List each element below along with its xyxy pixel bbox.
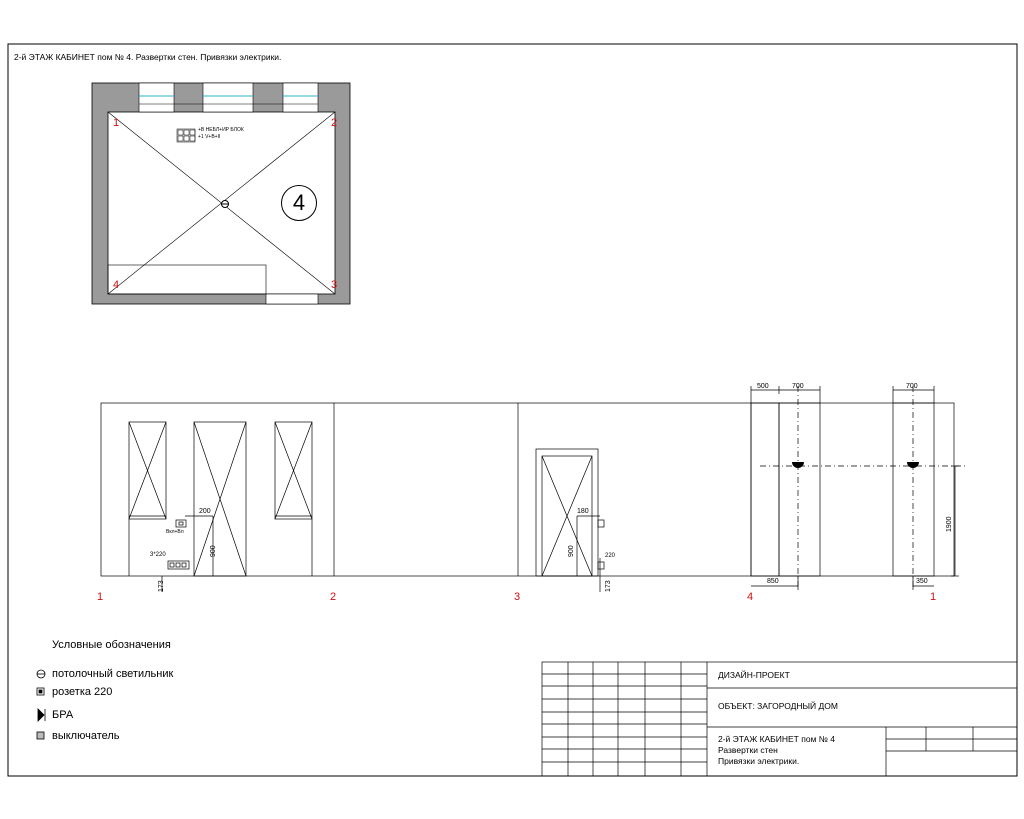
legend-item-switch: выключатель	[36, 730, 120, 742]
plan-corner-4: 4	[113, 279, 120, 291]
dim-500: 500	[757, 383, 769, 390]
legend-item-ceiling-lamp: потолочный светильник	[36, 668, 173, 680]
wall-lamp-icon	[36, 710, 46, 720]
socket-icon	[36, 687, 46, 697]
title-block-grid	[541, 661, 1018, 777]
dim-900-a: 900	[210, 545, 217, 557]
plan-window-1	[138, 82, 175, 113]
plan-window-3	[282, 82, 319, 113]
plan-corner-1: 1	[113, 117, 120, 129]
legend-title: Условные обозначения	[52, 639, 171, 651]
plan-note-2: +1 V+В+II	[198, 134, 221, 140]
dim-173-a: 173	[158, 580, 165, 592]
legend-item-wall-lamp: БРА	[36, 709, 73, 721]
plan-note-1: +В НЕБЛ+ИР БЛОК	[198, 127, 244, 133]
dim-700-b: 700	[906, 383, 918, 390]
plan-socket-block	[176, 128, 196, 143]
plan-furniture	[107, 264, 267, 295]
legend-label-switch: выключатель	[52, 730, 120, 742]
dim-180: 180	[577, 508, 589, 515]
dim-350: 350	[916, 578, 928, 585]
wall-label-3: 3	[514, 591, 521, 603]
room-number: 4	[281, 185, 317, 221]
plan-corner-2: 2	[331, 117, 338, 129]
legend-symbols	[36, 669, 46, 740]
title-block-project: ДИЗАЙН-ПРОЕКТ	[718, 670, 790, 680]
ceiling-lamp-icon	[36, 669, 46, 679]
elevations	[100, 386, 966, 592]
wall-label-1-end: 1	[930, 591, 937, 603]
dim-220: 220	[605, 553, 616, 559]
title-block-sheet-line2: Развертки стен	[718, 745, 778, 755]
legend-label-wall-lamp: БРА	[52, 709, 74, 721]
dim-switch-note: Вкл+Вл	[166, 529, 184, 535]
switch-icon	[36, 731, 46, 741]
plan-window-2	[202, 82, 254, 113]
dim-3x220: 3*220	[150, 552, 166, 558]
sheet-title: 2-й ЭТАЖ КАБИНЕТ пом № 4. Развертки стен…	[14, 52, 282, 62]
dim-200: 200	[199, 508, 211, 515]
dim-173-b: 173	[605, 580, 612, 592]
legend-label-socket: розетка 220	[52, 686, 113, 698]
wall-label-4: 4	[747, 591, 754, 603]
title-block-sheet-line3: Привязки электрики.	[718, 756, 800, 766]
wall-label-1: 1	[97, 591, 104, 603]
sheet-border	[7, 43, 1018, 777]
plan-door-opening	[265, 293, 319, 305]
title-block-object: ОБЪЕКТ: ЗАГОРОДНЫЙ ДОМ	[718, 701, 838, 711]
dim-700-a: 700	[792, 383, 804, 390]
dim-850: 850	[767, 578, 779, 585]
title-block-sheet-line1: 2-й ЭТАЖ КАБИНЕТ пом № 4	[718, 734, 835, 744]
plan-corner-3: 3	[331, 279, 338, 291]
dim-1900: 1900	[946, 516, 953, 532]
dim-900-b: 900	[568, 545, 575, 557]
wall-lamp-1	[792, 462, 804, 468]
legend-item-socket: розетка 220	[36, 686, 112, 698]
wall-lamp-2	[907, 462, 919, 468]
legend-label-ceiling-lamp: потолочный светильник	[52, 668, 174, 680]
wall-label-2: 2	[330, 591, 337, 603]
